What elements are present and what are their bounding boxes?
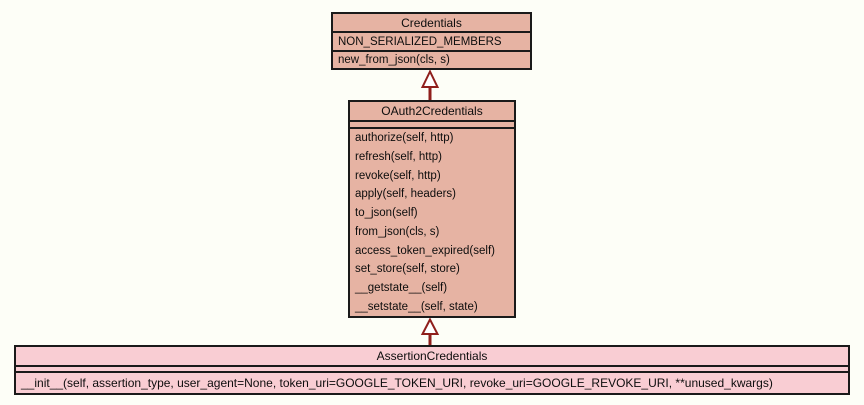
hollow-triangle-arrowhead-icon — [420, 70, 440, 88]
class-title: Credentials — [333, 14, 530, 33]
class-title: AssertionCredentials — [16, 347, 848, 367]
class-node-oauth2credentials: OAuth2Credentials authorize(self, http) … — [348, 100, 516, 318]
class-method: to_json(self) — [355, 207, 418, 220]
class-method: __getstate__(self) — [355, 281, 448, 294]
empty-attributes-section — [350, 122, 514, 129]
class-method: __setstate__(self, state) — [355, 300, 478, 313]
class-method: set_store(self, store) — [355, 263, 460, 276]
hollow-triangle-arrowhead-icon — [420, 318, 440, 335]
class-method: apply(self, headers) — [355, 188, 456, 201]
inheritance-arrow-oauth2-to-credentials — [420, 70, 440, 100]
class-method: refresh(self, http) — [355, 151, 442, 164]
empty-attributes-section — [16, 367, 848, 373]
class-method: from_json(cls, s) — [355, 225, 440, 238]
inheritance-arrow-assertion-to-oauth2 — [420, 318, 440, 345]
class-method: __init__(self, assertion_type, user_agen… — [21, 376, 773, 390]
class-node-assertioncredentials: AssertionCredentials __init__(self, asse… — [14, 345, 850, 395]
class-method: revoke(self, http) — [355, 169, 441, 182]
class-method: new_from_json(cls, s) — [338, 54, 450, 66]
class-node-credentials: Credentials NON_SERIALIZED_MEMBERS new_f… — [331, 12, 532, 70]
class-method: access_token_expired(self) — [355, 244, 495, 257]
class-attribute: NON_SERIALIZED_MEMBERS — [333, 33, 530, 52]
class-method: authorize(self, http) — [355, 132, 454, 145]
class-title: OAuth2Credentials — [350, 102, 514, 122]
class-methods-section: authorize(self, http) refresh(self, http… — [350, 129, 514, 316]
